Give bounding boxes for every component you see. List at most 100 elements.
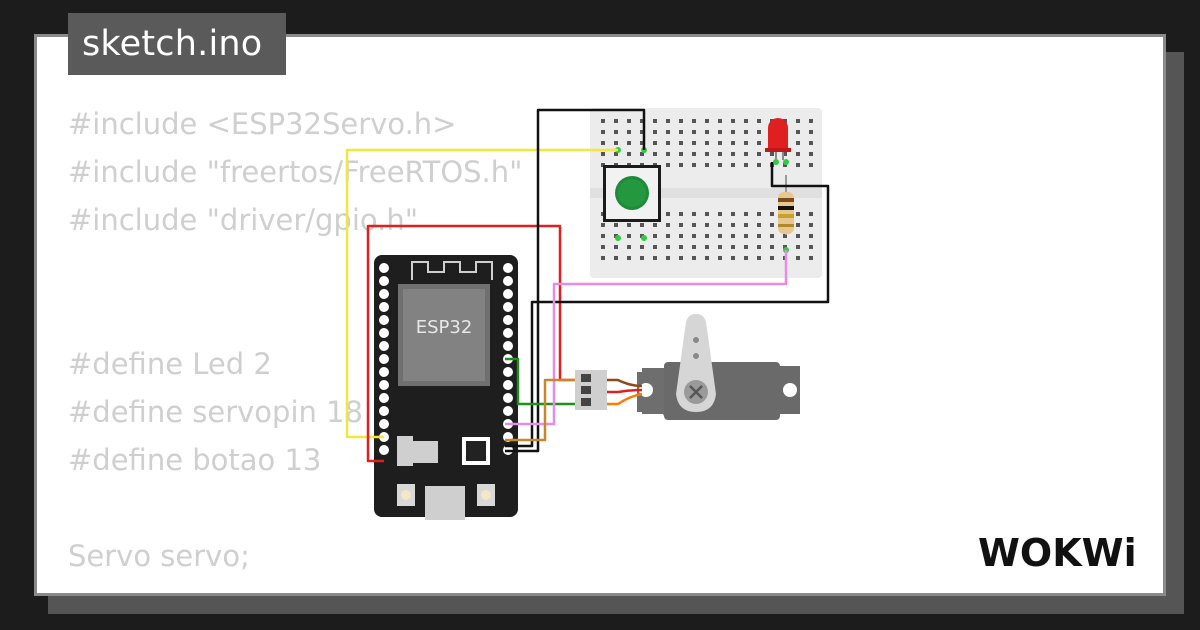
breadboard-hole bbox=[718, 119, 722, 123]
file-tab[interactable]: sketch.ino bbox=[68, 13, 286, 75]
board-pin bbox=[379, 419, 389, 429]
breadboard-hole bbox=[614, 152, 618, 156]
breadboard-hole bbox=[744, 212, 748, 216]
board-pin bbox=[503, 302, 513, 312]
breadboard-hole bbox=[809, 130, 813, 134]
breadboard-hole bbox=[627, 234, 631, 238]
breadboard-hole bbox=[796, 245, 800, 249]
breadboard-hole bbox=[796, 130, 800, 134]
breadboard-hole bbox=[653, 119, 657, 123]
breadboard-hole bbox=[718, 141, 722, 145]
breadboard-hole bbox=[640, 256, 644, 260]
breadboard-hole bbox=[744, 163, 748, 167]
breadboard-hole bbox=[731, 212, 735, 216]
breadboard-hole bbox=[666, 212, 670, 216]
breadboard-hole bbox=[692, 163, 696, 167]
breadboard-hole bbox=[614, 141, 618, 145]
code-preview: #include <ESP32Servo.h> #include "freert… bbox=[68, 100, 522, 580]
breadboard-hole bbox=[653, 245, 657, 249]
breadboard-hole bbox=[757, 245, 761, 249]
breadboard-hole bbox=[666, 245, 670, 249]
breadboard-hole bbox=[757, 212, 761, 216]
breadboard-hole bbox=[679, 152, 683, 156]
breadboard-hole bbox=[653, 152, 657, 156]
breadboard-hole bbox=[705, 141, 709, 145]
breadboard-hole bbox=[601, 223, 605, 227]
breadboard-hole bbox=[601, 119, 605, 123]
board-pin bbox=[379, 289, 389, 299]
servo-motor bbox=[575, 314, 800, 420]
breadboard-hole bbox=[666, 119, 670, 123]
breadboard-hole bbox=[679, 130, 683, 134]
breadboard-hole bbox=[666, 234, 670, 238]
breadboard-hole bbox=[679, 163, 683, 167]
breadboard-hole bbox=[601, 256, 605, 260]
brand-name: WOKWi bbox=[978, 531, 1137, 575]
breadboard-hole bbox=[744, 256, 748, 260]
breadboard-hole bbox=[705, 152, 709, 156]
breadboard-hole bbox=[770, 223, 774, 227]
breadboard-hole bbox=[744, 141, 748, 145]
breadboard-hole bbox=[770, 256, 774, 260]
breadboard-hole bbox=[783, 245, 787, 249]
servo-lead-brown bbox=[607, 378, 643, 388]
breadboard-hole bbox=[809, 119, 813, 123]
breadboard-hole bbox=[679, 119, 683, 123]
breadboard-hole bbox=[796, 152, 800, 156]
push-button[interactable] bbox=[603, 165, 661, 222]
breadboard-hole bbox=[627, 119, 631, 123]
board-pin bbox=[379, 393, 389, 403]
breadboard-hole bbox=[614, 130, 618, 134]
breadboard-hole bbox=[744, 245, 748, 249]
breadboard-hole bbox=[718, 256, 722, 260]
board-pin bbox=[503, 367, 513, 377]
breadboard-hole bbox=[731, 245, 735, 249]
breadboard-hole bbox=[666, 256, 670, 260]
breadboard-hole bbox=[718, 130, 722, 134]
breadboard-hole bbox=[601, 152, 605, 156]
board-pin bbox=[379, 341, 389, 351]
breadboard-hole bbox=[718, 245, 722, 249]
breadboard-hole bbox=[692, 141, 696, 145]
breadboard-hole bbox=[718, 212, 722, 216]
breadboard-hole bbox=[718, 223, 722, 227]
breadboard-hole bbox=[653, 130, 657, 134]
breadboard-hole bbox=[731, 119, 735, 123]
breadboard-hole bbox=[757, 119, 761, 123]
breadboard-hole bbox=[679, 234, 683, 238]
wokwi-logo: WOKWi bbox=[978, 531, 1137, 575]
board-pin bbox=[379, 315, 389, 325]
breadboard-hole bbox=[705, 223, 709, 227]
servo-lead-red bbox=[607, 388, 643, 394]
board-pin bbox=[503, 341, 513, 351]
wire-brown bbox=[505, 378, 575, 442]
breadboard-hole bbox=[770, 245, 774, 249]
code-line: #define servopin 18 bbox=[68, 395, 363, 429]
breadboard-hole bbox=[653, 223, 657, 227]
breadboard-hole bbox=[731, 163, 735, 167]
breadboard-hole bbox=[653, 256, 657, 260]
breadboard-hole bbox=[653, 234, 657, 238]
board-pin bbox=[379, 263, 389, 273]
breadboard-hole bbox=[627, 245, 631, 249]
board-pin bbox=[503, 276, 513, 286]
breadboard-hole bbox=[731, 223, 735, 227]
breadboard-hole bbox=[627, 130, 631, 134]
breadboard-hole bbox=[809, 234, 813, 238]
breadboard-hole bbox=[757, 141, 761, 145]
breadboard-hole bbox=[666, 130, 670, 134]
wire-green bbox=[505, 357, 575, 406]
breadboard-hole bbox=[705, 212, 709, 216]
board-pin bbox=[379, 354, 389, 364]
breadboard-hole bbox=[731, 152, 735, 156]
breadboard-hole bbox=[757, 234, 761, 238]
wire-black-2 bbox=[505, 162, 830, 448]
breadboard-hole bbox=[796, 119, 800, 123]
wire-black-1 bbox=[505, 108, 646, 453]
breadboard-hole bbox=[705, 163, 709, 167]
breadboard-hole bbox=[640, 141, 644, 145]
breadboard-hole bbox=[692, 223, 696, 227]
breadboard-hole bbox=[692, 234, 696, 238]
board-pin bbox=[379, 406, 389, 416]
